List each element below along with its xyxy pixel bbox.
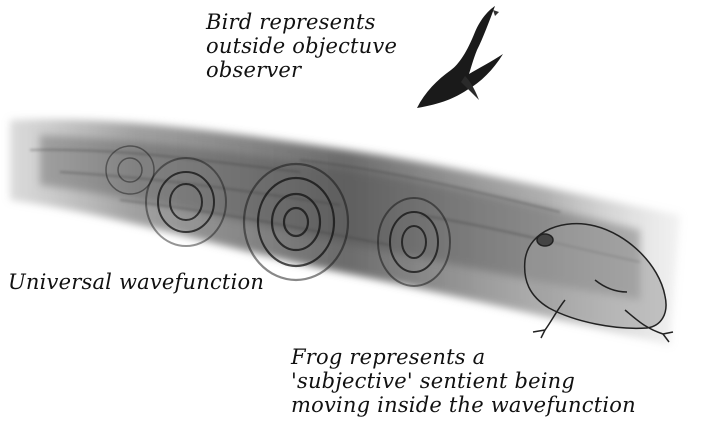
bird-caption-line: outside objectuve	[206, 34, 397, 58]
bird-caption-line: Bird represents	[206, 10, 397, 34]
universal-wavefunction-caption: Universal wavefunction	[8, 270, 264, 294]
bird-icon	[417, 6, 503, 108]
frog-caption-line: 'subjective' sentient being	[291, 369, 636, 393]
bird-caption-line: observer	[206, 58, 397, 82]
frog-caption: Frog represents a 'subjective' sentient …	[291, 345, 636, 417]
frog-caption-line: Frog represents a	[291, 345, 636, 369]
bird-caption: Bird represents outside objectuve observ…	[206, 10, 397, 82]
frog-caption-line: moving inside the wavefunction	[291, 393, 636, 417]
